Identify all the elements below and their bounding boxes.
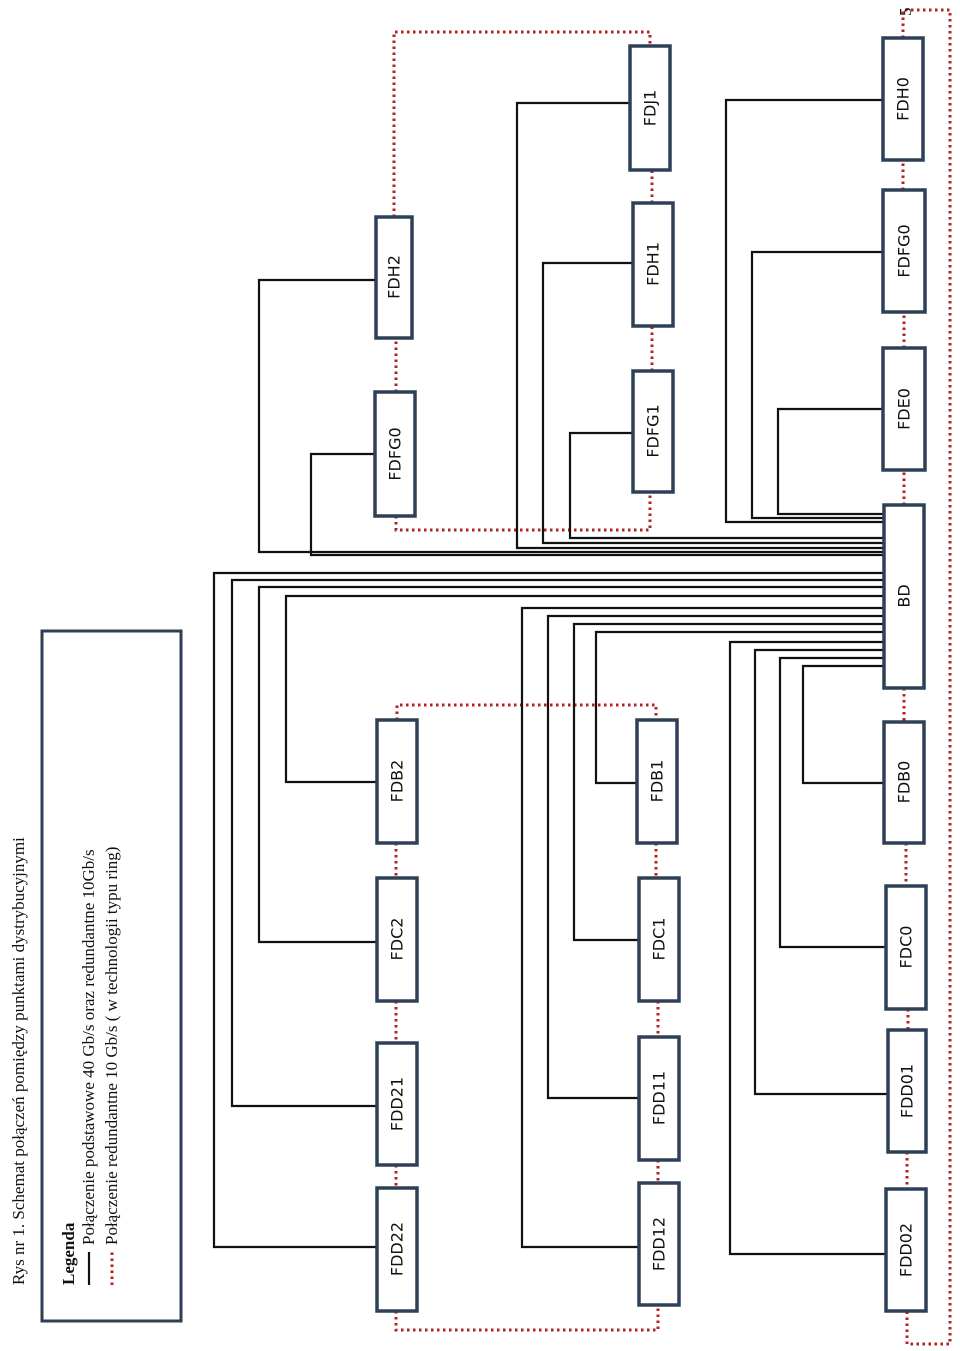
node-fdd21: FDD21 [375,1041,419,1167]
node-label: FDD02 [897,1223,916,1277]
ring-links [392,8,952,1346]
node-label: FDE0 [895,388,914,430]
node-label: FDD01 [898,1064,917,1118]
node-label: FDH2 [385,255,404,299]
node-label: BD [895,584,914,607]
node-label: FDD12 [650,1217,669,1271]
node-fdc1: FDC1 [637,876,681,1003]
node-fdfg0-left: FDFG0 [373,390,417,518]
node-fdfg0-right: FDFG0 [881,188,927,314]
figure-caption: Rys nr 1. Schemat połączeń pomiędzy punk… [9,837,28,1285]
node-fdh0: FDH0 [881,36,925,162]
node-fdc0: FDC0 [884,884,928,1011]
node-label: FDC0 [897,926,916,969]
node-fdj1: FDJ1 [628,44,672,172]
node-fdb1: FDB1 [635,718,679,845]
node-label: FDFG0 [386,427,405,480]
node-fdb2: FDB2 [375,718,419,845]
node-fdd11: FDD11 [637,1035,681,1162]
node-fdd22: FDD22 [375,1186,419,1313]
node-label: FDFG1 [644,404,663,457]
node-fdfg1: FDFG1 [631,369,675,494]
node-label: FDH1 [644,242,663,286]
node-label: FDB0 [895,761,914,804]
node-label: FDH0 [894,77,913,121]
node-fdd02: FDD02 [884,1187,928,1313]
node-label: FDB2 [388,760,407,803]
node-fdh1: FDH1 [631,201,675,328]
node-label: FDD22 [388,1222,407,1276]
node-label: FDC1 [650,918,669,961]
node-fdd01: FDD01 [886,1028,928,1154]
node-fdd12: FDD12 [637,1181,681,1307]
node-bd: BD [882,503,926,690]
legend-dotted-label: Połączenie redundantne 10 Gb/s ( w techn… [102,847,121,1245]
legend-solid-label: Połączenie podstawowe 40 Gb/s oraz redun… [79,849,98,1245]
node-label: FDC2 [388,918,407,961]
node-fde0: FDE0 [881,346,927,472]
node-label: FDD11 [650,1071,669,1125]
primary-links [212,98,888,1256]
node-fdc2: FDC2 [375,876,419,1003]
legend-title: Legenda [59,1222,78,1285]
node-label: FDB1 [648,760,667,803]
node-fdb0: FDB0 [882,720,926,845]
node-fdh2: FDH2 [374,215,414,340]
corner-mark: 5 [896,8,915,17]
node-label: FDJ1 [641,90,660,126]
legend: Legenda Połączenie podstawowe 40 Gb/s or… [40,629,183,1323]
node-label: FDFG0 [895,224,914,277]
node-label: FDD21 [388,1077,407,1131]
